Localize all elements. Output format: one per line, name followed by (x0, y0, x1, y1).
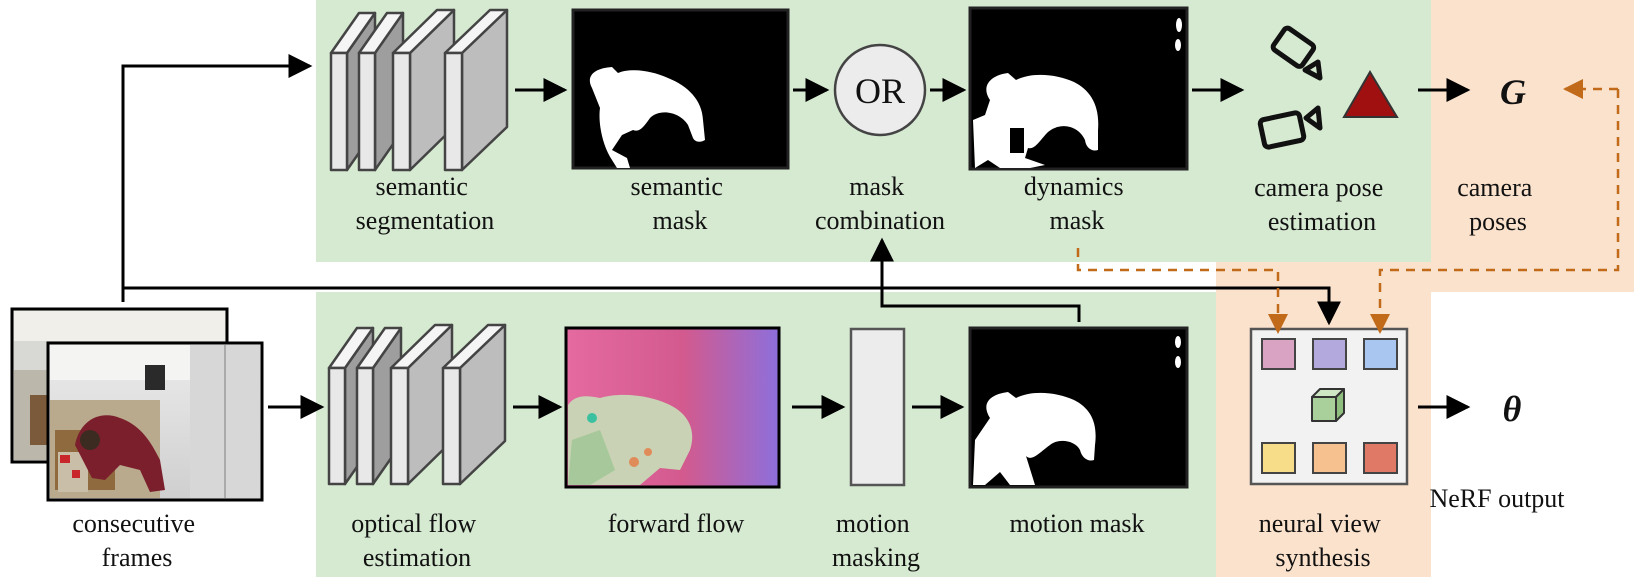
motion-mask-image (968, 326, 1189, 489)
label-motion-masking: motion masking (832, 509, 920, 572)
dashed-arrow-poses-to-nerf (1370, 89, 1620, 334)
label-neural-view-synthesis: neural view synthesis (1259, 509, 1388, 572)
cnn-block-icon (329, 8, 509, 172)
label-optical-flow-estimation: optical flow estimation (351, 509, 482, 572)
camera-icon (1257, 25, 1323, 150)
arrow-frames-to-nerf (123, 286, 1341, 326)
label-semantic-segmentation: semantic segmentation (356, 172, 495, 235)
triangle-icon (1342, 70, 1399, 118)
semantic-mask-image (571, 8, 790, 170)
motion-masking-block (849, 327, 906, 487)
label-semantic-mask: semantic mask (631, 172, 730, 235)
label-dynamics-mask: dynamics mask (1024, 172, 1130, 235)
camera-poses-symbol: G (1500, 72, 1526, 112)
nerf-module (1249, 327, 1409, 486)
label-consecutive-frames: consecutive frames (72, 509, 201, 572)
label-forward-flow: forward flow (608, 509, 745, 538)
svg-text:OR: OR (855, 71, 905, 111)
dynamics-mask-image (968, 6, 1189, 171)
photo-frames (10, 307, 264, 502)
label-camera-poses: camera poses (1457, 173, 1539, 236)
label-mask-combination: mask combination (815, 172, 945, 235)
or-gate: OR (833, 43, 927, 137)
forward-flow-image (564, 326, 781, 489)
nerf-output-symbol: θ (1503, 389, 1522, 429)
cnn-block-icon (327, 323, 507, 486)
arrow-motion-to-combination (870, 237, 1081, 322)
label-camera-pose-estimation: camera pose estimation (1254, 173, 1390, 236)
label-motion-mask: motion mask (1009, 509, 1144, 538)
cube-icon (1311, 388, 1345, 422)
orange-region-top (1431, 0, 1634, 292)
arrow-frames-to-segmentation (121, 54, 313, 302)
label-nerf-output: NeRF output (1429, 484, 1565, 513)
